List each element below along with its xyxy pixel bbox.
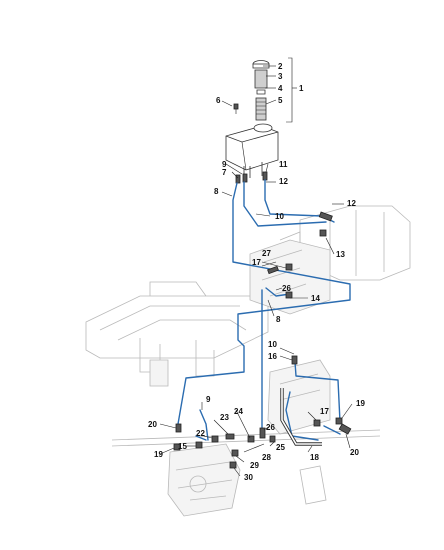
- fitting-25: [269, 435, 276, 443]
- callout-19-left: 19: [154, 450, 163, 459]
- hose-18: [285, 391, 319, 441]
- callout-9-upper: 9: [222, 160, 227, 169]
- hose-22: [195, 435, 207, 441]
- callout-17-upper: 17: [252, 258, 261, 267]
- fitting-22: [211, 435, 219, 443]
- callout-23: 23: [220, 413, 229, 422]
- fitting-19-right: [335, 417, 343, 425]
- hose-20: [323, 425, 341, 435]
- fitting-26-lower: [259, 427, 266, 439]
- callout-29: 29: [250, 461, 259, 470]
- callout-20-right: 20: [350, 448, 359, 457]
- fitting-20-right: [338, 423, 352, 435]
- fitting-14: [285, 291, 293, 299]
- callout-19-right: 19: [356, 399, 365, 408]
- filter-element: [255, 97, 267, 121]
- tank-neck: [253, 123, 273, 133]
- chassis-ghost-outline: [85, 205, 411, 517]
- callout-28: 28: [262, 453, 271, 462]
- tank-fitting-left: [235, 174, 241, 184]
- callout-labels: 2 3 4 5 1 6 9 7 11 12 8 10 12 13 27 17 2…: [148, 62, 365, 482]
- fitting-20-left: [175, 423, 182, 433]
- seal-ring: [256, 89, 266, 95]
- callout-6: 6: [216, 96, 221, 105]
- callout-12-right: 12: [347, 199, 356, 208]
- fitting-19-left: [173, 443, 181, 451]
- callout-8-lower: 8: [276, 315, 281, 324]
- callout-15: 15: [178, 442, 187, 451]
- metal-pipe-18: [280, 388, 322, 446]
- hose-left: [177, 182, 351, 425]
- callout-26-lower: 26: [266, 423, 275, 432]
- callout-9-lower: 9: [206, 395, 211, 404]
- reservoir-assembly: [225, 57, 297, 184]
- hose-short-14: [265, 287, 291, 297]
- callout-20-left: 20: [148, 420, 157, 429]
- callout-leaders: [159, 65, 353, 477]
- fitting-29: [231, 449, 239, 457]
- callout-4: 4: [278, 84, 283, 93]
- callout-27: 27: [262, 249, 271, 258]
- callout-1: 1: [299, 84, 304, 93]
- callout-13: 13: [336, 250, 345, 259]
- hydraulic-hoses: [177, 179, 351, 441]
- callout-8-upper: 8: [214, 187, 219, 196]
- callout-25: 25: [276, 443, 285, 452]
- callout-11: 11: [279, 160, 288, 169]
- fitting-15: [195, 441, 203, 449]
- callout-12-upper: 12: [279, 177, 288, 186]
- fitting-13: [319, 229, 327, 237]
- callout-7: 7: [222, 168, 227, 177]
- strainer-body: [254, 69, 268, 89]
- fitting-17-lower: [313, 419, 321, 427]
- fitting-16: [291, 355, 298, 365]
- hose-9: [199, 409, 209, 441]
- callout-30: 30: [244, 473, 253, 482]
- tank-fitting-right: [262, 171, 268, 181]
- callout-14: 14: [311, 294, 320, 303]
- callout-17-lower: 17: [320, 407, 329, 416]
- fitting-30: [229, 461, 237, 469]
- fitting-12: [318, 211, 333, 222]
- callout-24: 24: [234, 407, 243, 416]
- callout-16: 16: [268, 352, 277, 361]
- fitting-17-upper: [285, 263, 293, 271]
- fitting-23: [225, 433, 235, 440]
- callout-10-upper: 10: [275, 212, 284, 221]
- callout-5: 5: [278, 96, 283, 105]
- callout-10-lower: 10: [268, 340, 277, 349]
- callout-2: 2: [278, 62, 283, 71]
- callout-26-upper: 26: [282, 284, 291, 293]
- hose-mid: [243, 181, 327, 227]
- tank-fitting-mid: [242, 173, 248, 183]
- callout-18: 18: [310, 453, 319, 462]
- callout-22: 22: [196, 429, 205, 438]
- screw-6: [233, 103, 239, 110]
- hose-16: [294, 361, 341, 423]
- fitting-24: [247, 435, 255, 443]
- callout-3: 3: [278, 72, 283, 81]
- fitting-27: [267, 265, 279, 275]
